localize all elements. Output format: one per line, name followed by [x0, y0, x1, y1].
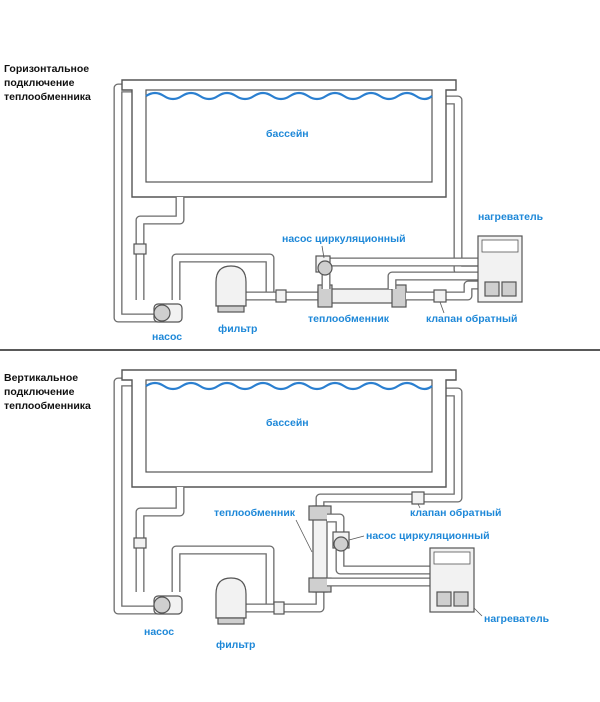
bottom-filter-label: фильтр — [216, 639, 255, 651]
bottom-heading: Вертикальное подключение теплообменника — [4, 372, 91, 412]
bottom-heading-line-3: теплообменника — [4, 400, 91, 412]
top-filter-tank — [215, 265, 247, 307]
top-heading-line-2: подключение — [4, 77, 75, 89]
top-heading-line-3: теплообменника — [4, 91, 91, 103]
bottom-pump — [153, 595, 183, 615]
horizontal-connection-diagram: Горизонтальное подключение теплообменник… — [4, 63, 544, 343]
top-pool: бассейн — [121, 79, 457, 198]
bottom-heater — [429, 547, 475, 613]
top-pump-label: насос — [152, 331, 182, 343]
bottom-pool-label: бассейн — [266, 417, 309, 429]
top-check-valve-label: клапан обратный — [426, 313, 517, 325]
top-heading-line-1: Горизонтальное — [4, 63, 89, 75]
top-main-valve — [275, 289, 287, 303]
bottom-circ-pump-label: насос циркуляционный — [366, 530, 490, 542]
top-heading: Горизонтальное подключение теплообменник… — [4, 63, 92, 103]
bottom-heater-label: нагреватель — [484, 613, 550, 625]
top-check-valve — [433, 289, 447, 303]
top-heat-exchanger — [317, 284, 407, 308]
bottom-check-valve — [411, 491, 425, 505]
bottom-suction-valve — [133, 537, 147, 549]
top-filter — [215, 265, 247, 313]
vertical-connection-diagram: Вертикальное подключение теплообменника … — [4, 369, 550, 651]
top-suction-valve — [133, 243, 147, 255]
top-filter-label: фильтр — [218, 323, 257, 335]
bottom-circulation-pump-motor — [333, 536, 349, 552]
bottom-heat-exchanger — [308, 505, 332, 593]
top-pool-inner — [145, 89, 433, 183]
bottom-water-wave — [145, 381, 433, 391]
top-pool-label: бассейн — [266, 128, 309, 140]
bottom-check-valve-label: клапан обратный — [410, 507, 501, 519]
bottom-filter — [215, 577, 247, 625]
bottom-circulation-pump — [332, 531, 350, 552]
bottom-pump-label: насос — [144, 626, 174, 638]
top-water-wave — [145, 91, 433, 101]
bottom-main-valve — [273, 601, 285, 615]
bottom-heat-exchanger-label: теплообменник — [214, 507, 296, 519]
bottom-heading-line-1: Вертикальное — [4, 372, 78, 384]
bottom-filter-tank — [215, 577, 247, 619]
bottom-pool-inner — [145, 379, 433, 473]
top-circulation-pump — [315, 255, 333, 276]
top-heat-exchanger-label: теплообменник — [308, 313, 390, 325]
top-heater-label: нагреватель — [478, 211, 544, 223]
top-heater — [477, 235, 523, 303]
bottom-pool: бассейн — [121, 369, 457, 488]
top-pump — [153, 303, 183, 323]
top-circulation-pump-motor — [317, 260, 333, 276]
top-circ-pump-label: насос циркуляционный — [282, 233, 406, 245]
bottom-heading-line-2: подключение — [4, 386, 75, 398]
